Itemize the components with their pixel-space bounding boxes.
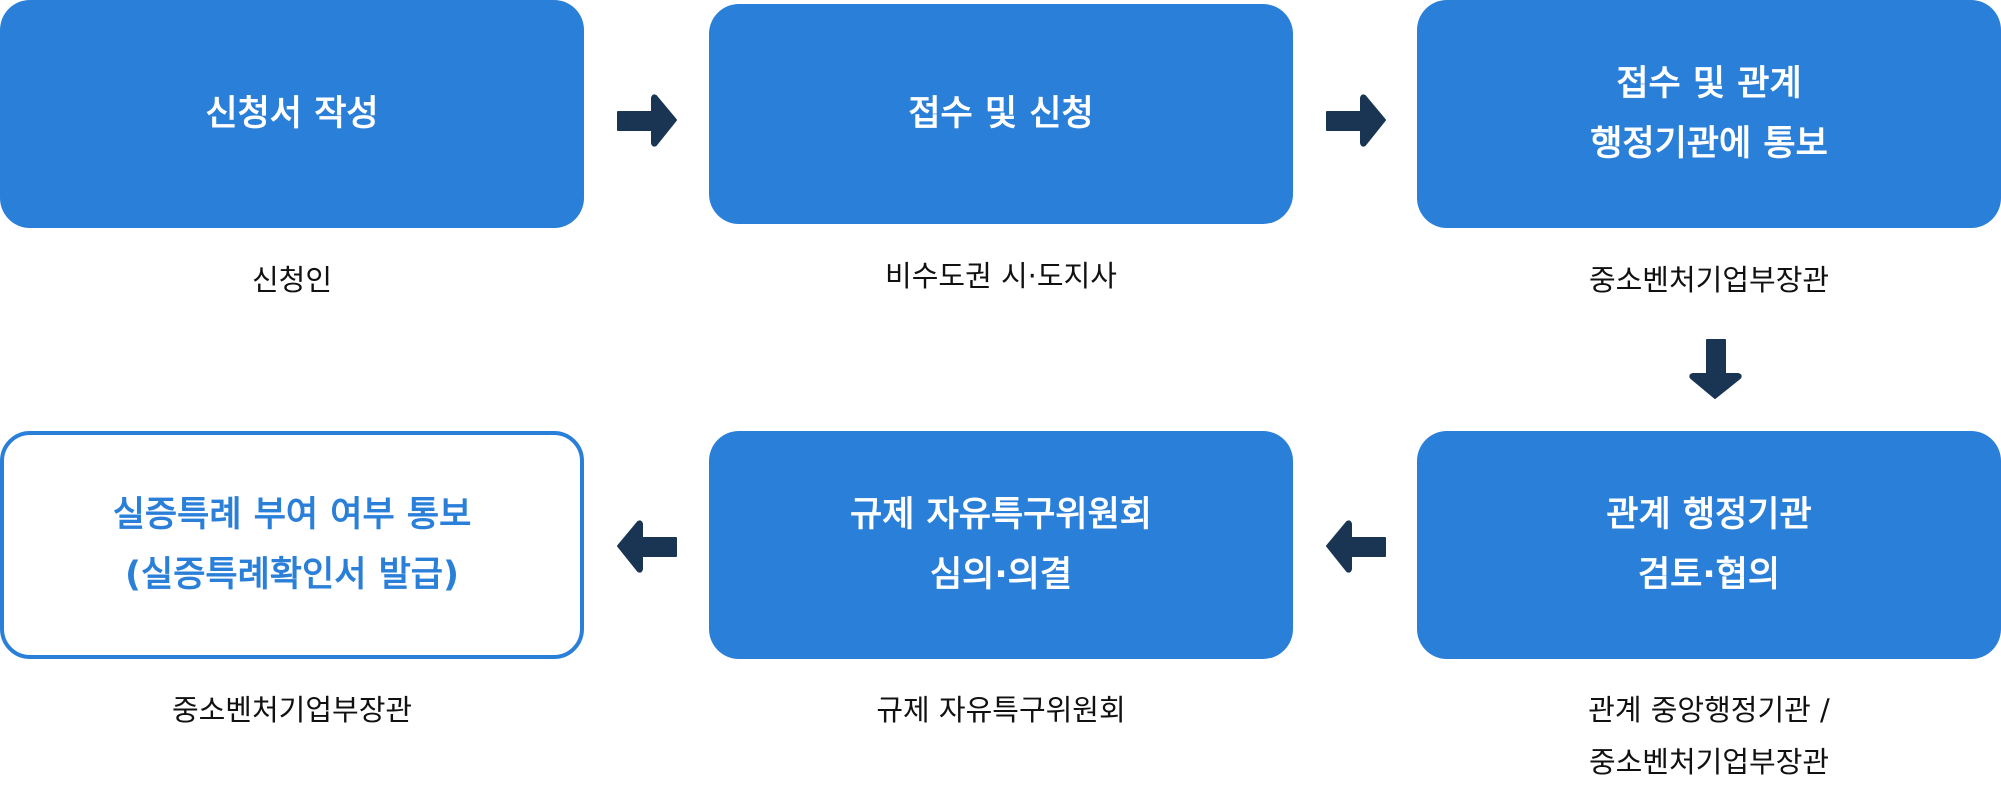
step-box-2: 접수 및 신청 <box>709 4 1293 224</box>
arrow-left-icon <box>617 520 677 573</box>
step-box-3: 접수 및 관계 행정기관에 통보 <box>1417 0 2001 228</box>
step-title: 접수 및 신청 <box>908 94 1094 134</box>
step-title: 관계 행정기관 <box>1606 495 1812 535</box>
arrow-down-icon <box>1689 339 1742 399</box>
step-actor-6: 중소벤처기업부장관 <box>0 684 584 736</box>
step-title: 규제 자유특구위원회 <box>850 495 1152 535</box>
step-box-1: 신청서 작성 <box>0 0 584 228</box>
actor-text: 중소벤처기업부장관 <box>1588 263 1830 297</box>
actor-text: 신청인 <box>251 263 333 297</box>
step-title: (실증특례확인서 발급) <box>125 555 459 595</box>
actor-text: 중소벤처기업부장관 <box>171 693 413 727</box>
actor-text: 비수도권 시·도지사 <box>885 259 1117 293</box>
step-title: 행정기관에 통보 <box>1590 124 1828 164</box>
arrow-right-icon <box>1326 94 1386 147</box>
step-actor-3: 중소벤처기업부장관 <box>1417 254 2001 306</box>
actor-text: 관계 중앙행정기관 / <box>1588 693 1830 727</box>
actor-text: 규제 자유특구위원회 <box>876 693 1126 727</box>
arrow-right-icon <box>617 94 677 147</box>
step-title: 신청서 작성 <box>205 94 379 134</box>
step-title: 실증특례 부여 여부 통보 <box>112 495 472 535</box>
step-box-4: 관계 행정기관 검토·협의 <box>1417 431 2001 659</box>
step-title: 검토·협의 <box>1637 555 1781 595</box>
arrow-left-icon <box>1326 520 1386 573</box>
step-title: 접수 및 관계 <box>1616 64 1802 104</box>
actor-text: 중소벤처기업부장관 <box>1588 745 1830 779</box>
step-actor-5: 규제 자유특구위원회 <box>709 684 1293 736</box>
step-box-6: 실증특례 부여 여부 통보 (실증특례확인서 발급) <box>0 431 584 659</box>
step-actor-4: 관계 중앙행정기관 / 중소벤처기업부장관 <box>1417 684 2001 788</box>
step-title: 심의·의결 <box>929 555 1073 595</box>
step-box-5: 규제 자유특구위원회 심의·의결 <box>709 431 1293 659</box>
step-actor-1: 신청인 <box>0 254 584 306</box>
step-actor-2: 비수도권 시·도지사 <box>709 250 1293 302</box>
